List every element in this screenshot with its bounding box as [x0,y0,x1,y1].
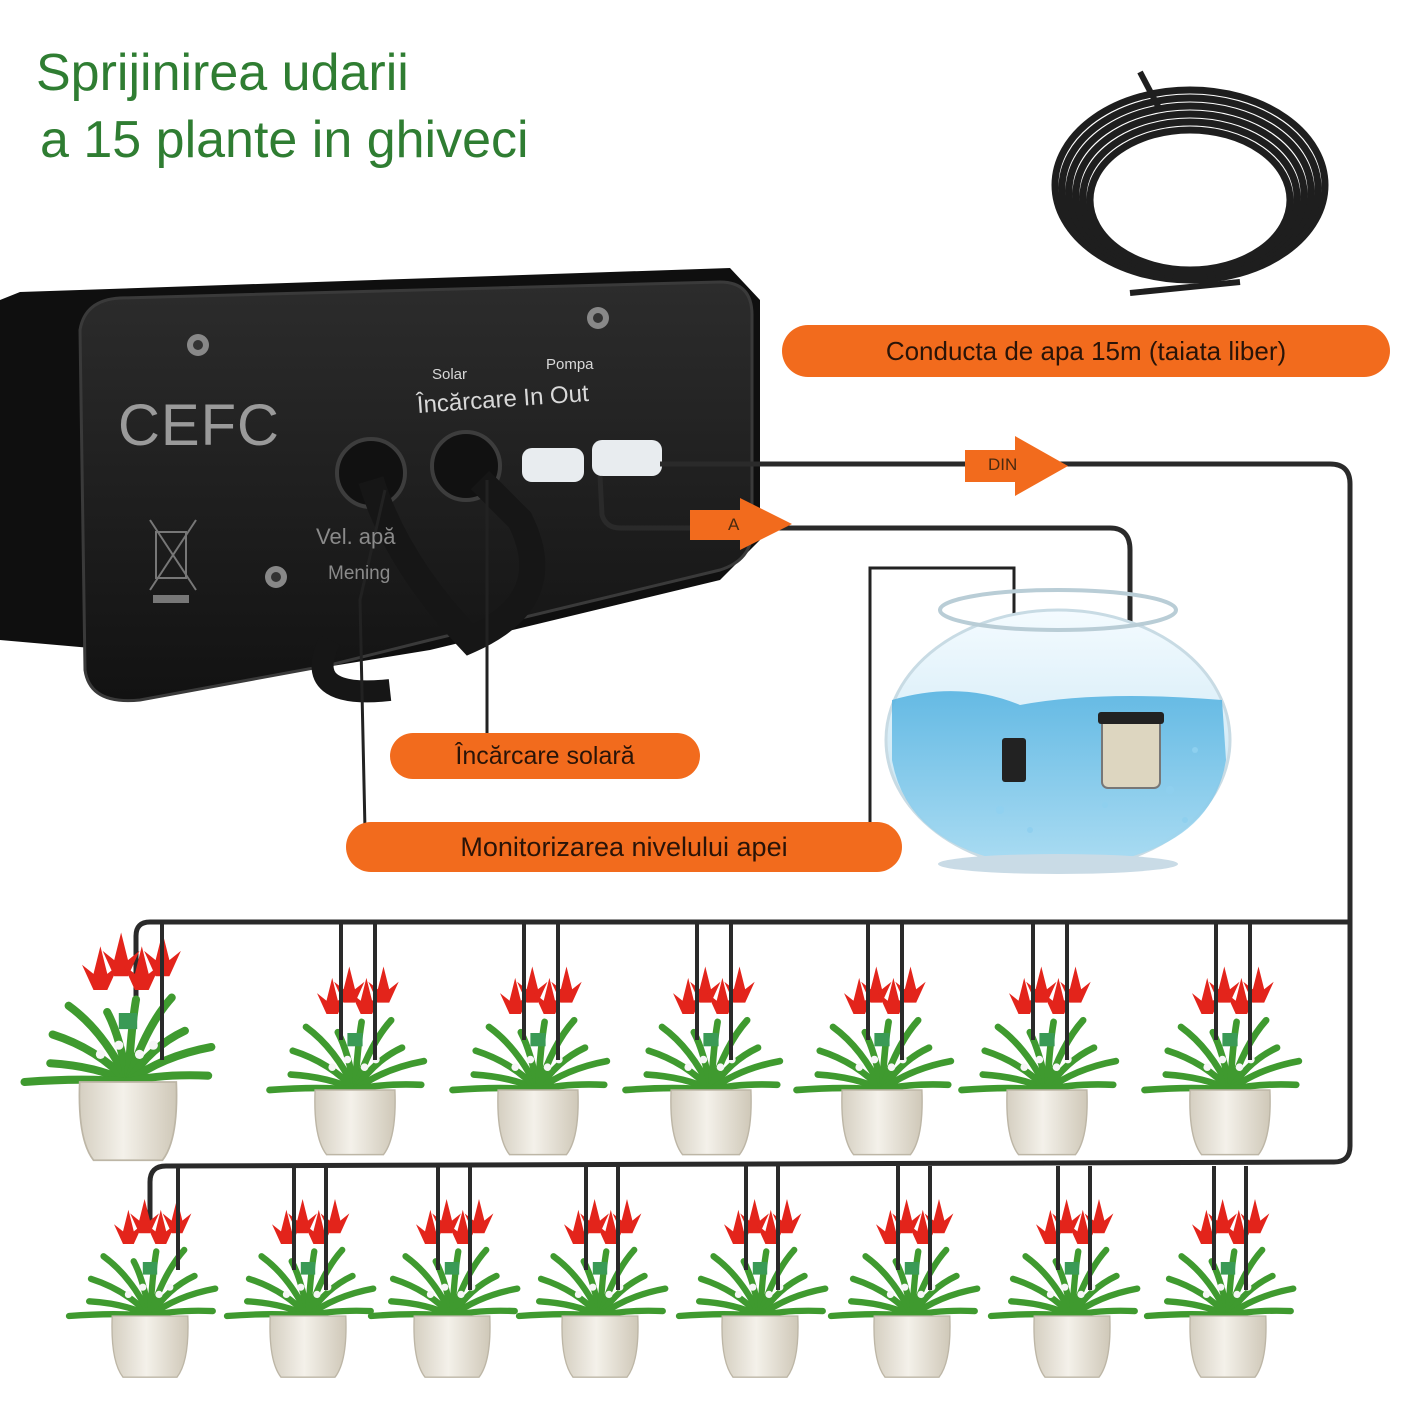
potted-plant [793,966,955,1156]
potted-plant [1143,1199,1297,1378]
potted-plant [827,1199,981,1378]
potted-plant [20,932,216,1162]
screw-icon [187,307,609,588]
title-line-1: Sprijinirea udarii [36,44,409,102]
potted-plant [65,1199,219,1378]
arrow-inlet [690,498,792,550]
inlet-pipe [597,475,1133,720]
outlet-pipe [133,461,1353,1226]
plants-row-1 [20,932,1303,1162]
potted-plant [987,1199,1141,1378]
water-reservoir [884,588,1232,874]
potted-plant [622,966,784,1156]
drip-tubes [160,922,1252,1290]
potted-plant [449,966,611,1156]
potted-plant [958,966,1120,1156]
callout-water-monitor: Monitorizarea nivelului apei [346,822,902,872]
brand-logo: CEFC [118,393,280,458]
arrow-outlet-label: DIN [988,455,1018,474]
potted-plant [266,966,428,1156]
potted-plant [515,1199,669,1378]
recycle-bin-icon [149,519,197,603]
label-water-level: Vel. apă [316,524,396,549]
arrow-inlet-label: A [728,515,740,534]
label-meniu: Mening [328,563,391,584]
title-line-2: a 15 plante in ghiveci [40,110,529,169]
label-pompa: Pompa [546,356,594,373]
label-solar: Solar [432,366,468,383]
potted-plant [223,1199,377,1378]
page-title: Sprijinirea udarii a 15 plante in ghivec… [36,40,529,173]
callout-pipe: Conducta de apa 15m (taiata liber) [782,325,1390,377]
controller-box [0,268,760,703]
potted-plant [675,1199,829,1378]
arrow-outlet [965,436,1068,496]
potted-plant [1141,966,1303,1156]
plants-row-2 [65,1199,1297,1378]
coiled-pipe [1051,70,1329,296]
potted-plant [367,1199,521,1378]
callout-solar-charge: Încărcare solară [390,733,700,779]
